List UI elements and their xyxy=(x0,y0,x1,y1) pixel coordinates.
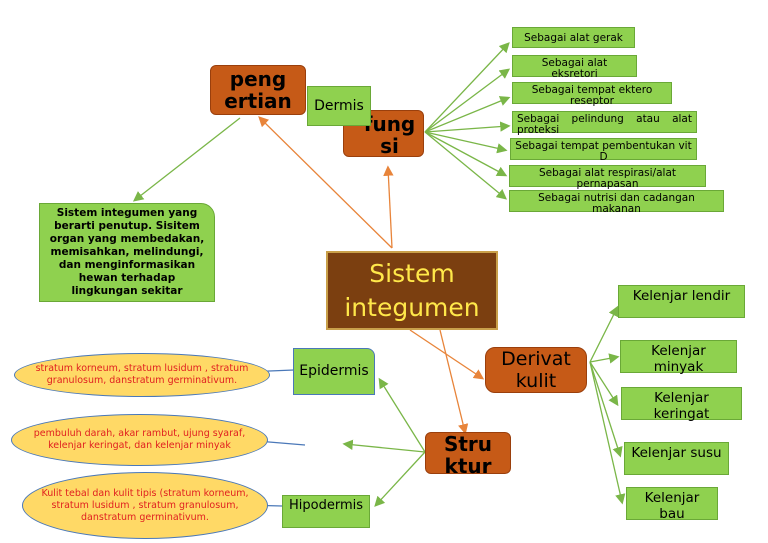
pengertian-node: peng ertian xyxy=(210,65,306,115)
derivat-item: Kelenjar minyak xyxy=(620,340,737,375)
epidermis-description: stratum korneum, stratum lusidum , strat… xyxy=(14,353,270,397)
derivat-item: Kelenjar susu xyxy=(624,442,729,475)
fungsi-item: Sebagai tempat ektero reseptor xyxy=(512,82,672,107)
derivat-item: Kelenjar keringat xyxy=(621,387,742,422)
derivat-item: Kelenjar bau xyxy=(626,487,718,522)
derivat-node: Derivat kulit xyxy=(485,347,587,393)
pengertian-text: Sistem integumen yang berarti penutup. S… xyxy=(39,203,215,302)
fungsi-item: Sebagai tempat pembentukan vit D xyxy=(510,138,697,163)
center-topic: Sistem integumen xyxy=(326,251,498,330)
fungsi-item: Sebagai pelindung atau alat proteksi xyxy=(512,111,697,136)
struktur-node: Stru ktur xyxy=(425,432,511,477)
hipodermis-box: Hipodermis xyxy=(282,495,370,528)
fungsi-item: Sebagai alat gerak xyxy=(512,27,635,48)
fungsi-item: Sebagai nutrisi dan cadangan makanan xyxy=(509,190,724,215)
epidermis-box: Epidermis xyxy=(293,348,375,395)
hipodermis-description: Kulit tebal dan kulit tipis (stratum kor… xyxy=(22,472,268,539)
derivat-item: Kelenjar lendir xyxy=(618,285,745,318)
fungsi-item: Sebagai alat respirasi/alat pernapasan xyxy=(509,165,706,190)
dermis-description: pembuluh darah, akar rambut, ujung syara… xyxy=(11,414,268,466)
fungsi-item: Sebagai alat eksretori xyxy=(512,55,637,80)
dermis-box: Dermis xyxy=(307,86,371,126)
